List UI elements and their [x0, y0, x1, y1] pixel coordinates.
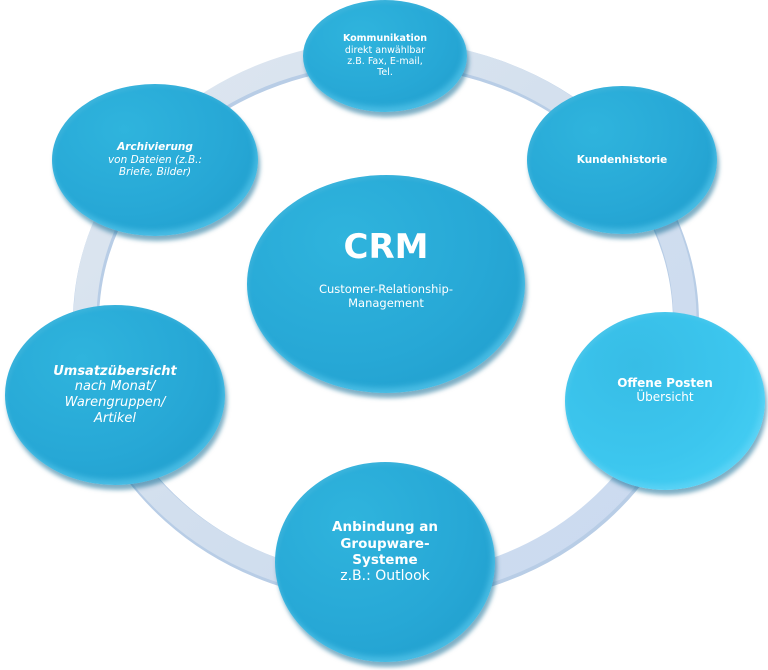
node-title: Umsatzübersicht [53, 363, 177, 379]
node-text: direkt anwählbar [344, 44, 426, 56]
node-title: Archivierung [117, 141, 193, 154]
node-text: Artikel [93, 410, 137, 426]
node-kundenhistorie: Kundenhistorie [527, 86, 717, 234]
node-text: z.B.: Outlook [340, 567, 430, 584]
node-text: Warengruppen/ [64, 395, 166, 410]
node-title: Kundenhistorie [576, 153, 668, 166]
node-title: Groupware- [340, 535, 430, 552]
node-title: Systeme [352, 551, 418, 568]
node-umsatzuebersicht: Umsatzübersicht nach Monat/ Warengruppen… [5, 305, 225, 485]
node-anbindung-groupware: Anbindung an Groupware- Systeme z.B.: Ou… [275, 462, 495, 662]
node-text: nach Monat/ [74, 379, 156, 395]
node-archivierung: Archivierung von Dateien (z.B.: Briefe, … [52, 84, 258, 236]
node-crm-center: CRM Customer-Relationship- Management [247, 175, 525, 393]
node-kommunikation: Kommunikation direkt anwählbar z.B. Fax,… [303, 0, 467, 112]
node-title: Offene Posten [617, 375, 713, 390]
node-text: Tel. [377, 67, 393, 79]
node-text: Übersicht [636, 390, 694, 404]
node-text: von Dateien (z.B.: [107, 153, 203, 166]
node-text: Briefe, Bilder) [118, 166, 192, 179]
node-offene-posten: Offene Posten Übersicht [565, 312, 765, 490]
center-subtitle: Customer-Relationship- [318, 282, 454, 297]
center-subtitle: Management [348, 296, 424, 310]
center-title: CRM [343, 227, 429, 268]
node-title: Anbindung an [332, 519, 438, 536]
node-text: z.B. Fax, E-mail, [347, 56, 423, 67]
node-title: Kommunikation [342, 33, 428, 45]
